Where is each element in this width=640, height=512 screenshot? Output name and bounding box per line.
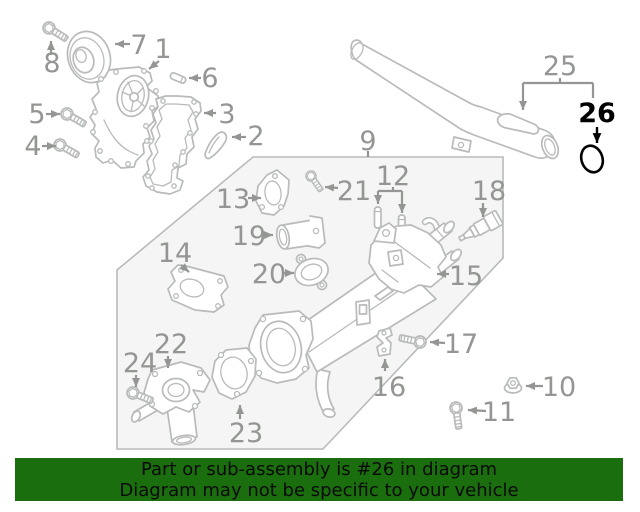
part-8-bolt [39,18,71,46]
part-5-bolt [57,104,90,131]
callout-7: 7 [130,30,147,61]
part-25-coolant-pipe [350,39,560,160]
banner-line1: Part or sub-assembly is #26 in diagram [140,458,498,480]
part-18-sensor [458,209,504,242]
part-10-nut [503,376,523,394]
part-15-outlet-pipe-assembly [248,217,463,418]
callout-14: 14 [158,238,192,269]
part-4-bolt [50,135,83,162]
callout-26-highlighted: 26 [578,98,616,129]
part-11-bolt [448,400,466,431]
part-16-bracket [376,327,393,357]
callout-1: 1 [154,34,171,65]
part-13-gasket [255,169,290,216]
part-19-inlet-fitting [275,215,326,250]
part-23-gasket [211,347,257,400]
callout-8: 8 [43,48,60,79]
part-1-water-pump [89,66,161,169]
callout-23: 23 [229,418,263,449]
callout-15: 15 [449,261,483,292]
callout-13: 13 [216,184,250,215]
banner-line2: Diagram may not be specific to your vehi… [119,479,519,501]
callout-11: 11 [482,397,516,428]
callout-9: 9 [359,126,376,157]
part-6-stud [169,72,187,84]
callout-16: 16 [372,372,406,403]
part-20-gasket [294,253,329,291]
part-2-gasket [204,131,228,160]
callout-10: 10 [542,372,576,403]
callout-18: 18 [472,176,506,207]
part-22-water-inlet [130,361,211,446]
callout-22: 22 [154,329,188,360]
callout-3: 3 [218,99,235,130]
callout-labels: 8 7 1 6 5 4 3 2 25 26 9 13 21 12 18 19 2… [24,30,615,449]
callout-6: 6 [201,63,218,94]
callout-5: 5 [28,99,45,130]
callout-2: 2 [247,121,264,152]
callout-20: 20 [252,259,286,290]
callout-17: 17 [444,329,478,360]
part-14-gasket [167,264,229,313]
part-3-gasket [142,95,202,195]
callout-4: 4 [24,131,41,162]
callout-arrows [42,40,602,419]
callout-12: 12 [376,161,410,192]
part-26-o-ring [579,144,605,174]
part-7-pulley [66,30,112,84]
callout-24: 24 [123,348,157,379]
highlight-banner: Part or sub-assembly is #26 in diagram D… [15,458,623,501]
callout-25: 25 [543,51,577,82]
callout-19: 19 [232,221,266,252]
callout-21: 21 [337,176,371,207]
